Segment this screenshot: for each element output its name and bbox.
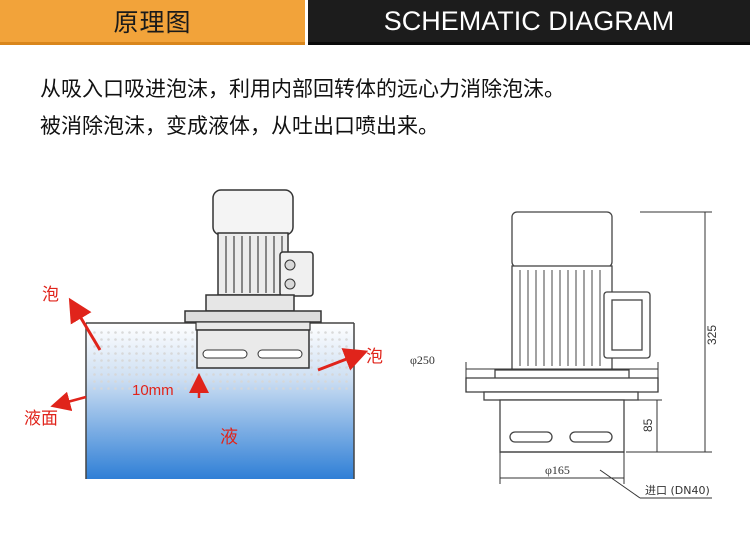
header-tab-principle-label: 原理图	[113, 8, 192, 37]
junction-box	[279, 251, 314, 297]
header-tab-schematic: SCHEMATIC DIAGRAM	[308, 0, 750, 45]
foam-arrow-top	[68, 297, 102, 351]
dim-height-325: 325	[705, 325, 719, 345]
defoamer-machine	[184, 189, 322, 369]
dim-flange-250: φ250	[410, 353, 435, 367]
dim-lower-85: 85	[641, 418, 655, 432]
description-line-1: 从吸入口吸进泡沫，利用内部回转体的远心力消除泡沫。	[40, 77, 565, 101]
foam-arrow-right	[317, 348, 369, 372]
inlet-label: 进口 (DN40)	[645, 484, 710, 497]
foam-label-top: 泡	[42, 285, 59, 305]
gap-label: 10mm	[132, 382, 174, 399]
motor-base	[205, 294, 295, 312]
header-tab-principle: 原理图	[0, 0, 305, 45]
liquid-surface-arrow	[50, 391, 87, 412]
liquid-surface-label: 液面	[24, 409, 58, 429]
description-line-2: 被消除泡沫，变成液体，从吐出口喷出来。	[40, 114, 439, 138]
foam-label-right: 泡	[366, 347, 383, 367]
liquid-label: 液	[220, 427, 238, 448]
dim-body-165: φ165	[545, 463, 570, 477]
header-tab-schematic-label: SCHEMATIC DIAGRAM	[383, 5, 675, 36]
technical-drawing	[465, 211, 659, 453]
dimension-lines	[465, 211, 712, 499]
rotor-housing	[196, 329, 310, 369]
mount-flange	[184, 310, 322, 323]
flange-ring	[195, 321, 311, 331]
motor-top-cap	[212, 189, 294, 236]
motor-body	[217, 232, 289, 296]
